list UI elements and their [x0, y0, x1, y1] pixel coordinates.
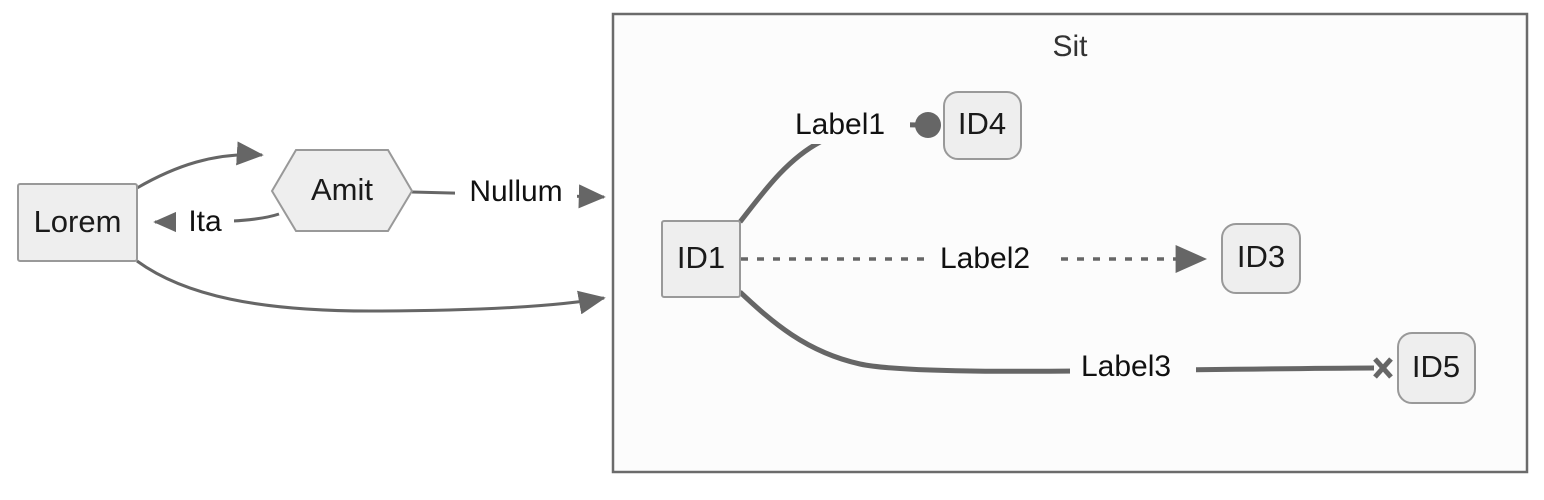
node-lorem-label: Lorem [34, 204, 122, 239]
node-id4-shape [943, 91, 1022, 160]
edge-label-nullum: Nullum [469, 175, 562, 208]
edge-label-label2-bg [932, 240, 1060, 278]
edge-id1-to-id5-cross-marker [1373, 357, 1393, 379]
node-id5[interactable]: ID5 [1397, 332, 1476, 404]
edge-label-label1: Label1 [795, 108, 885, 141]
edge-id1-to-id4-circle-marker [915, 112, 941, 138]
edge-id1-to-id3[interactable]: Label2 [741, 240, 1208, 278]
node-id5-shape [1397, 332, 1476, 404]
edge-lorem-to-amit-path [136, 141, 264, 190]
cluster-sit: Sit [611, 12, 1529, 474]
node-id5-label: ID5 [1412, 349, 1460, 384]
node-id3[interactable]: ID3 [1221, 223, 1301, 294]
node-amit-label: Amit [311, 172, 373, 207]
edge-label-label1-bg [786, 106, 910, 144]
node-id3-label: ID3 [1237, 239, 1285, 274]
edge-id1-to-id5[interactable]: Label3 [738, 290, 1393, 387]
node-id4[interactable]: ID4 [943, 91, 1022, 160]
edge-lorem-to-sit-path [136, 259, 606, 315]
edge-label-ita-bg [176, 204, 234, 240]
node-id1-label: ID1 [677, 240, 725, 275]
edge-lorem-to-sit[interactable] [136, 259, 606, 315]
edge-amit-to-lorem[interactable]: Ita [153, 204, 280, 240]
node-amit[interactable]: Amit [270, 149, 414, 232]
node-id1[interactable]: ID1 [661, 220, 741, 298]
edge-label-ita: Ita [188, 205, 222, 238]
edge-label-label3-bg [1070, 349, 1196, 387]
cluster-sit-label: Sit [1052, 30, 1088, 63]
edge-id1-to-id5-path [738, 290, 1375, 374]
node-id1-shape [661, 220, 741, 298]
edge-amit-to-sit[interactable]: Nullum [411, 173, 606, 211]
node-id4-label: ID4 [958, 106, 1006, 141]
node-lorem-shape [17, 183, 138, 262]
node-id3-shape [1221, 223, 1301, 294]
edge-lorem-to-amit[interactable] [136, 141, 264, 190]
edge-label-nullum-bg [455, 173, 577, 211]
node-amit-shape [270, 149, 414, 232]
edge-label-label2: Label2 [940, 242, 1030, 275]
node-lorem[interactable]: Lorem [17, 183, 138, 262]
edge-id1-to-id4[interactable]: Label1 [738, 106, 941, 224]
cluster-sit-boundary [611, 12, 1529, 474]
edge-label-label3: Label3 [1081, 350, 1171, 383]
